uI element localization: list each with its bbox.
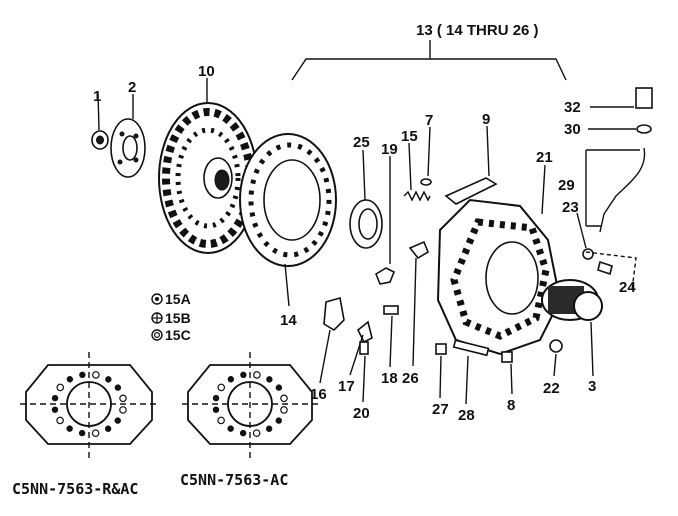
- plate-hole: [280, 406, 288, 414]
- callout-9: 9: [482, 111, 490, 128]
- group-bracket: 13 ( 14 THRU 26 ): [291, 22, 567, 81]
- legend-ring-icon: [151, 329, 163, 341]
- group-label: 13 ( 14 THRU 26 ): [416, 22, 539, 39]
- plate-hole: [66, 425, 73, 432]
- plate-16: [319, 296, 345, 384]
- plate-hole: [217, 383, 226, 392]
- legend-label-15c: 15C: [165, 327, 191, 343]
- callout-19: 19: [381, 141, 398, 158]
- release-bearing: [541, 279, 603, 377]
- caption-left: C5NN-7563-R&AC: [12, 480, 138, 498]
- callout-14: 14: [280, 312, 297, 329]
- legend-cross-icon: [151, 312, 163, 324]
- plate-hole: [105, 376, 112, 383]
- callout-15: 15: [401, 128, 418, 145]
- legend-dot-icon: [151, 293, 163, 305]
- tube-29: [585, 147, 646, 233]
- fitting-32: [590, 87, 653, 109]
- callout-2: 2: [128, 79, 136, 96]
- callout-17: 17: [338, 378, 355, 395]
- fitting-24: [585, 251, 637, 291]
- plate-hole: [104, 425, 112, 432]
- callout-3: 3: [588, 378, 596, 395]
- plate-hole: [239, 429, 247, 437]
- legend-label-15b: 15B: [165, 310, 191, 326]
- clutch-housing: [436, 164, 562, 356]
- callout-25: 25: [353, 134, 370, 151]
- bolt-28: [452, 339, 490, 405]
- nut-27: [435, 343, 447, 399]
- bracket-26: [408, 240, 429, 367]
- plate-hole: [51, 406, 59, 413]
- plate-hole: [266, 376, 273, 383]
- plate-hole: [240, 371, 247, 379]
- pin-7: [420, 126, 432, 186]
- plate-hole: [212, 406, 220, 413]
- plate-hole: [91, 429, 100, 437]
- callout-24: 24: [619, 279, 636, 296]
- plate-hole: [275, 417, 282, 424]
- plate-hole: [51, 394, 59, 402]
- callout-7: 7: [425, 112, 433, 129]
- plate-hole: [212, 394, 220, 402]
- callout-23: 23: [562, 199, 579, 216]
- callout-layer: 1 2 10 7 9 15 19 25 21 32 30 29 23 24 14…: [93, 63, 636, 424]
- plate-hole: [265, 425, 273, 432]
- callout-26: 26: [402, 370, 419, 387]
- callout-28: 28: [458, 407, 475, 424]
- plate-pattern-left: [20, 352, 158, 458]
- key-20: [359, 341, 369, 403]
- plate-hole: [119, 406, 127, 414]
- plate-hole: [227, 425, 234, 432]
- callout-22: 22: [543, 380, 560, 397]
- pilot-bearing: [91, 91, 109, 150]
- callout-30: 30: [564, 121, 581, 138]
- plate-hole: [56, 416, 64, 425]
- clip-19: [375, 156, 396, 285]
- plate-pattern-right: [182, 352, 318, 458]
- plate-hole: [56, 383, 65, 392]
- plate-hole: [114, 417, 121, 424]
- plug-23: [576, 212, 594, 260]
- plate-hole: [280, 394, 288, 403]
- plate-hole: [66, 376, 74, 383]
- callout-27: 27: [432, 401, 449, 418]
- plate-hole: [78, 429, 86, 437]
- callout-8: 8: [507, 397, 515, 414]
- plate-hole: [92, 371, 100, 379]
- legend-label-15a: 15A: [165, 291, 191, 307]
- plate-hole: [114, 384, 122, 391]
- spring-15: [403, 142, 431, 202]
- plate-hole: [79, 371, 86, 379]
- release-lever: [444, 125, 498, 205]
- clutch-disc: [158, 78, 258, 254]
- nut-22: [549, 339, 563, 377]
- callout-10: 10: [198, 63, 215, 80]
- plate-hole: [119, 394, 127, 403]
- callout-21: 21: [536, 149, 553, 166]
- plate-hole: [227, 376, 235, 383]
- plate-hole: [253, 371, 261, 379]
- washer-30: [588, 124, 652, 134]
- screw-18: [383, 305, 399, 368]
- callout-29: 29: [558, 177, 575, 194]
- callout-20: 20: [353, 405, 370, 422]
- callout-1: 1: [93, 88, 101, 105]
- plate-hole: [252, 429, 261, 437]
- callout-16: 16: [310, 386, 327, 403]
- plate-hole: [275, 384, 283, 391]
- callout-32: 32: [564, 99, 581, 116]
- retainer-ring: [349, 149, 383, 249]
- hub-flange: [110, 94, 146, 178]
- legend: 15A 15B 15C: [151, 291, 191, 343]
- plate-hole: [217, 416, 225, 425]
- caption-right: C5NN-7563-AC: [180, 471, 288, 489]
- pressure-ring: [239, 133, 337, 307]
- callout-18: 18: [381, 370, 398, 387]
- fitting-8: [501, 351, 513, 395]
